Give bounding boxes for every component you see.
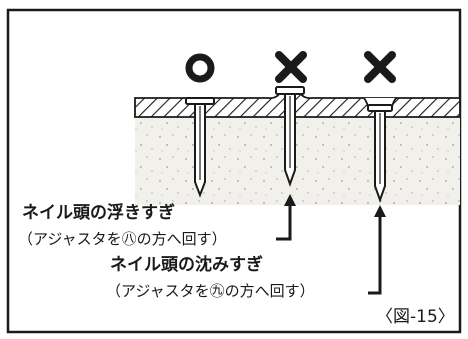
figure-caption: 〈図-15〉 [376, 307, 455, 327]
sunk-callout-title: ネイル頭の沈みすぎ [110, 254, 263, 275]
nail-raised [275, 86, 305, 187]
cross-ng-mark-icon [275, 51, 307, 83]
nail-flush [185, 97, 215, 198]
raised-callout-note: （アジャスタを㊇の方へ回す） [18, 230, 227, 248]
raised-leader-arrow [276, 194, 296, 241]
circle-ok-mark-icon [185, 53, 215, 83]
sunk-leader-arrow [368, 205, 386, 295]
nail-sunk [363, 97, 397, 203]
sunk-callout-note: （アジャスタを㊈の方へ回す） [106, 282, 315, 300]
surface-layer-hatched [134, 92, 461, 118]
board-layer [135, 117, 460, 205]
raised-callout-title: ネイル頭の浮きすぎ [22, 202, 175, 223]
cross-ng-mark-icon [364, 51, 396, 83]
